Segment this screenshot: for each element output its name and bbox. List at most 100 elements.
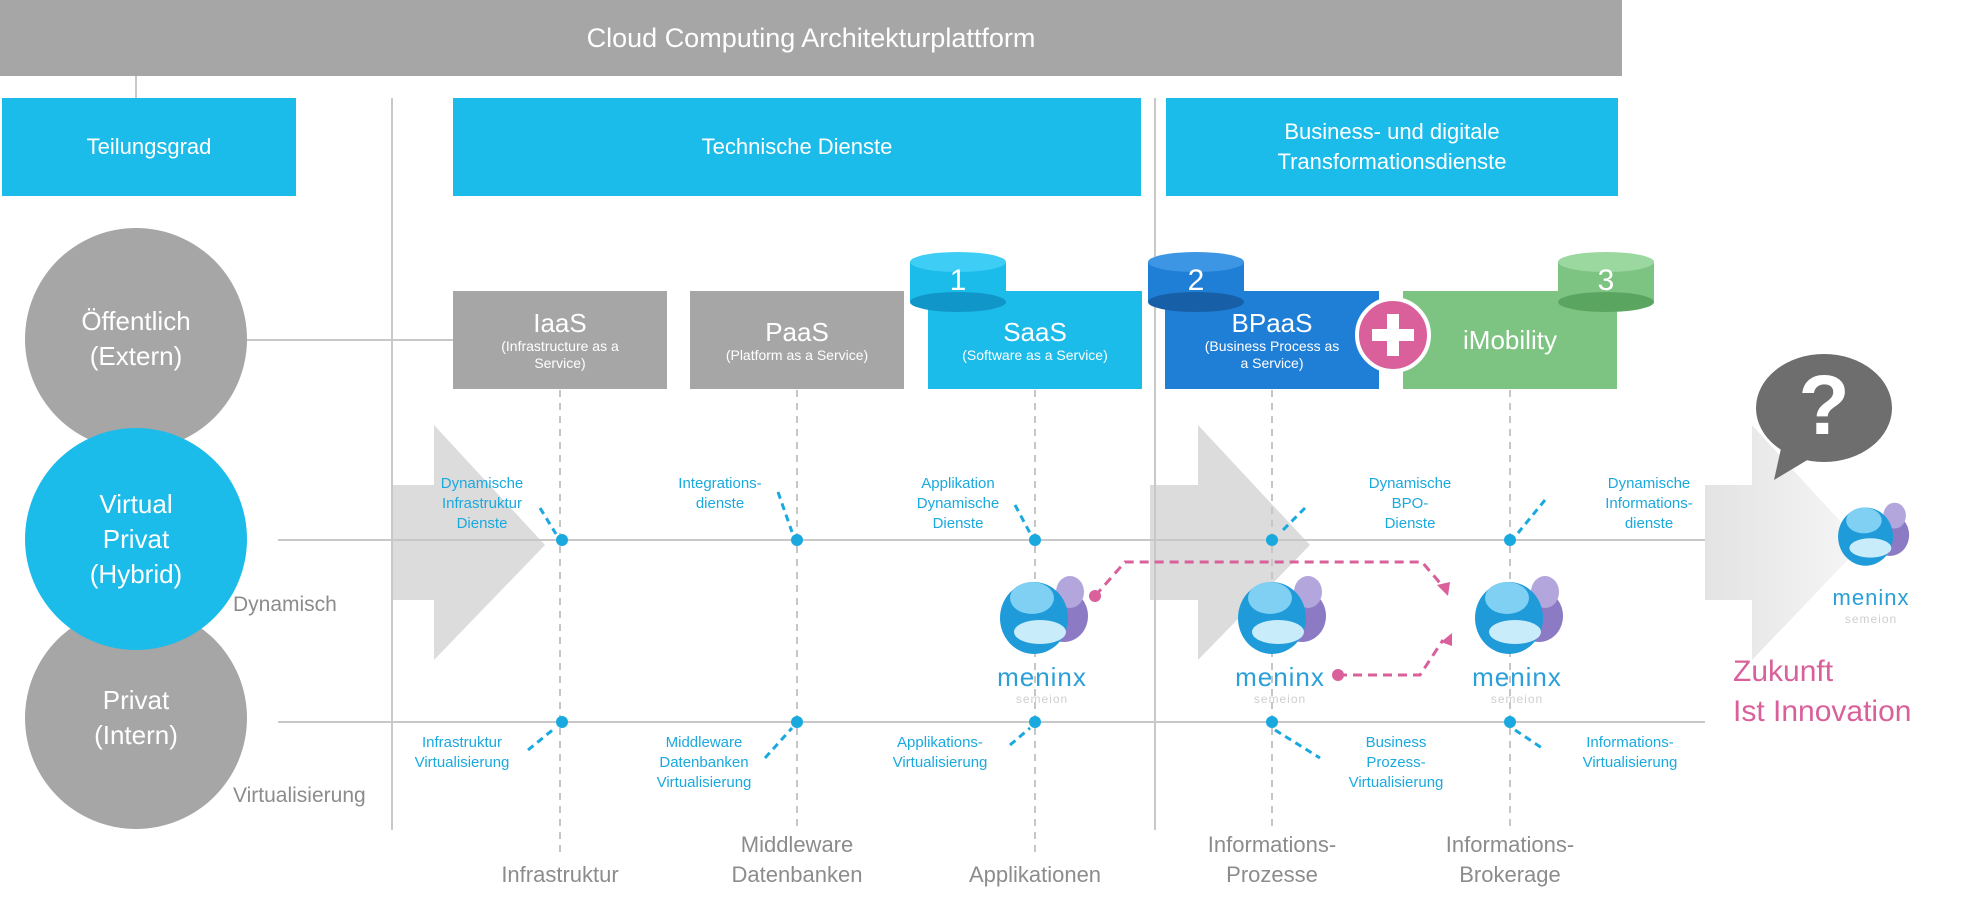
meninx-logo-sub-4: semeion (1844, 612, 1898, 626)
label-mw-virt-3: Virtualisierung (656, 774, 752, 791)
arrow-shape-3 (1705, 425, 1862, 660)
bottom-label-infrastruktur: Infrastruktur (470, 860, 650, 890)
label-mw-virt-2: Datenbanken (659, 754, 749, 771)
label-dyn-infrastruktur: Dynamische Infrastruktur Dienste (412, 474, 552, 534)
label-middleware-virtualisierung: Middleware Datenbanken Virtualisierung (634, 733, 774, 793)
plus-icon (1355, 297, 1431, 373)
meninx-logo-icon-4 (1838, 502, 1910, 566)
label-dyn-bpo-3: Dienste (1384, 515, 1436, 532)
question-bubble-icon (1756, 354, 1892, 480)
meninx-logo-sub-3: semeion (1490, 692, 1544, 706)
label-dyn-infra-2: Infrastruktur (441, 495, 523, 512)
category-teilungsgrad: Teilungsgrad (2, 98, 296, 196)
bottom-ip-2: Prozesse (1226, 862, 1318, 887)
badge-3-number: 3 (1597, 264, 1615, 297)
bottom-ib-2: Brokerage (1459, 862, 1561, 887)
label-business-prozess-virtualisierung: Business Prozess- Virtualisierung (1326, 733, 1466, 793)
service-iaas-sub2: Service) (534, 355, 586, 371)
badge-2-number: 2 (1187, 264, 1205, 297)
bottom-label-informations-brokerage: Informations- Brokerage (1420, 830, 1600, 890)
service-bpaas-title: BPaaS (1231, 308, 1313, 338)
label-integrationsdienste: Integrations- dienste (650, 474, 790, 514)
service-imobility-title: iMobility (1463, 325, 1557, 355)
meninx-logo-sub-1: semeion (1015, 692, 1069, 706)
service-bpaas-sub2: a Service) (1240, 355, 1304, 371)
circle-privat-line1: Privat (102, 685, 170, 715)
category-business-dienste: Business- und digitale Transformationsdi… (1166, 98, 1618, 196)
circle-oeffentlich-line1: Öffentlich (81, 306, 191, 336)
label-infra-virtualisierung: Infrastruktur Virtualisierung (392, 733, 532, 773)
label-app-virt-2: Virtualisierung (892, 754, 988, 771)
label-dyn-informationsdienste: Dynamische Informations- dienste (1579, 474, 1719, 534)
service-iaas: IaaS (Infrastructure as a Service) (453, 291, 667, 389)
label-dyn-info-1: Dynamische (1607, 475, 1691, 492)
label-applikations-virtualisierung: Applikations- Virtualisierung (870, 733, 1010, 773)
label-info-virt-1: Informations- (1586, 734, 1674, 751)
future-line-1: Zukunft (1733, 655, 1834, 688)
meninx-logo-sub-2: semeion (1253, 692, 1307, 706)
label-virtualisierung: Virtualisierung (233, 784, 366, 807)
label-integration-2: dienste (695, 495, 745, 512)
service-iaas-sub1: (Infrastructure as a (501, 338, 619, 354)
label-dyn-bpo: Dynamische BPO- Dienste (1340, 474, 1480, 534)
meninx-logo-text-2: meninx (1235, 662, 1325, 692)
circle-virtual-line2: Privat (102, 523, 170, 554)
label-informations-virtualisierung: Informations- Virtualisierung (1560, 733, 1700, 773)
label-integration-1: Integrations- (678, 475, 762, 492)
service-saas-title: SaaS (1003, 316, 1067, 347)
label-app-dyn-1: Applikation (921, 475, 995, 492)
circle-privat-line2: (Intern) (94, 720, 178, 750)
circle-virtual-privat-hybrid: Virtual Privat (Hybrid) (25, 428, 247, 650)
meninx-logo-icon-1 (1000, 576, 1088, 654)
label-bp-virt-1: Business (1365, 734, 1427, 751)
question-mark: ? (1798, 358, 1850, 452)
label-mw-virt-1: Middleware (665, 734, 743, 751)
meninx-logo-text-4: meninx (1832, 585, 1910, 610)
bottom-app-1: Applikationen (968, 862, 1102, 887)
label-dyn-infra-1: Dynamische (440, 475, 524, 492)
bottom-label-applikationen: Applikationen (945, 860, 1125, 890)
bottom-mw-2: Datenbanken (731, 862, 863, 887)
label-bp-virt-2: Prozess- (1366, 754, 1426, 771)
circle-virtual-line1: Virtual (99, 488, 173, 519)
meninx-logo-text-1: meninx (997, 662, 1087, 692)
label-infra-virt-1: Infrastruktur (421, 734, 503, 751)
service-bpaas-sub1: (Business Process as (1204, 338, 1340, 354)
label-dyn-bpo-2: BPO- (1391, 495, 1429, 512)
label-applikation-dynamisch: Applikation Dynamische Dienste (888, 474, 1028, 534)
category-teilungsgrad-label: Teilungsgrad (86, 134, 212, 159)
arrow-shape-1 (392, 425, 545, 660)
label-infra-virt-2: Virtualisierung (414, 754, 510, 771)
service-paas-title: PaaS (765, 316, 829, 347)
category-technische-dienste: Technische Dienste (453, 98, 1141, 196)
label-bp-virt-3: Virtualisierung (1348, 774, 1444, 791)
meninx-logo-icon-3 (1475, 576, 1563, 654)
page-title: Cloud Computing Architekturplattform (0, 0, 1622, 76)
future-innovation-text: Zukunft Ist Innovation (1733, 652, 1911, 732)
badge-1-cylinder-icon (910, 252, 1006, 312)
circle-oeffentlich-extern: Öffentlich (Extern) (25, 228, 247, 450)
category-technische-label: Technische Dienste (701, 134, 893, 159)
label-app-virt-1: Applikations- (897, 734, 983, 751)
category-business-label-1: Business- und digitale (1284, 119, 1500, 144)
future-line-2: Ist Innovation (1733, 695, 1912, 728)
label-info-virt-2: Virtualisierung (1582, 754, 1678, 771)
meninx-logo-text-3: meninx (1472, 662, 1562, 692)
label-app-dyn-3: Dienste (932, 515, 984, 532)
category-business-label-2: Transformationsdienste (1277, 149, 1507, 174)
label-dyn-info-3: dienste (1624, 515, 1674, 532)
bottom-label-informations-prozesse: Informations- Prozesse (1182, 830, 1362, 890)
bottom-infra-1: Infrastruktur (501, 862, 619, 887)
badge-3-cylinder-icon (1558, 252, 1654, 312)
label-dyn-info-2: Informations- (1605, 495, 1693, 512)
label-app-dyn-2: Dynamische (916, 495, 1000, 512)
badge-2-cylinder-icon (1148, 252, 1244, 312)
label-dyn-bpo-1: Dynamische (1368, 475, 1452, 492)
circle-virtual-line3: (Hybrid) (89, 558, 183, 589)
bottom-mw-1: Middleware (740, 832, 854, 857)
label-dynamisch: Dynamisch (233, 593, 337, 616)
service-paas-sub1: (Platform as a Service) (725, 346, 869, 363)
service-iaas-title: IaaS (533, 308, 587, 338)
bottom-label-middleware: Middleware Datenbanken (707, 830, 887, 890)
